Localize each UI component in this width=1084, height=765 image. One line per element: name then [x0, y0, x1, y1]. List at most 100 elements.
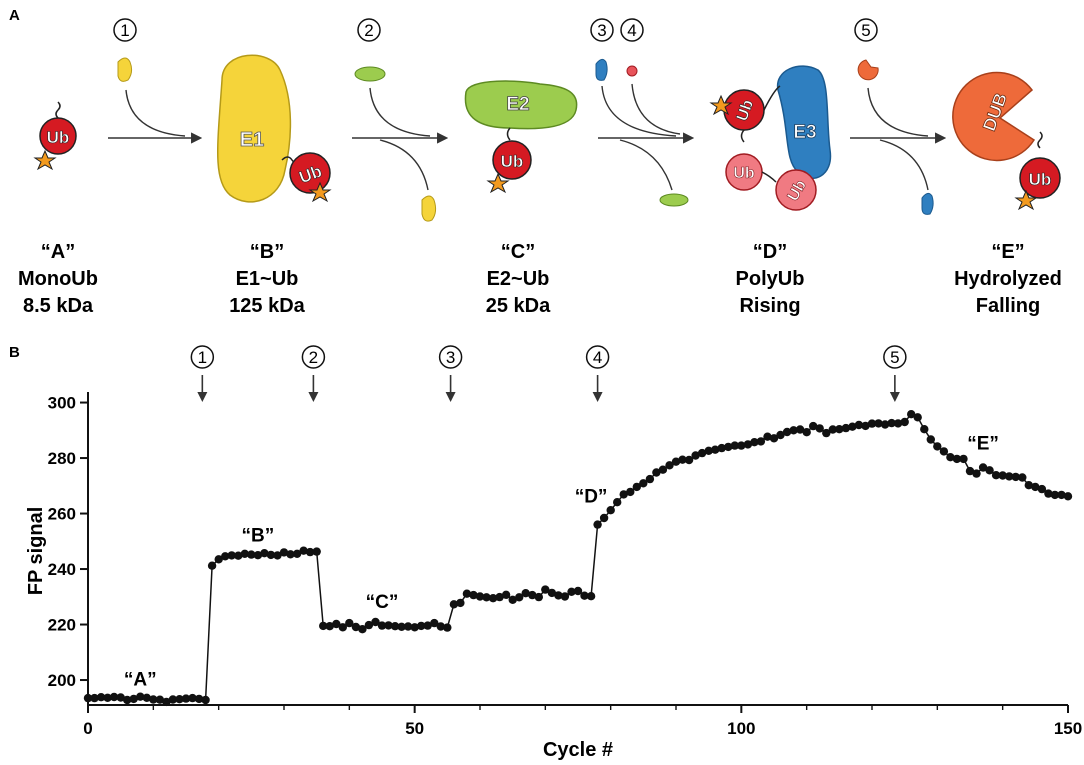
data-point	[704, 446, 713, 455]
down-arrow-icon	[197, 392, 208, 402]
data-point	[227, 551, 236, 560]
data-points	[83, 410, 1073, 707]
event-marker-circle	[438, 345, 463, 369]
data-point	[717, 443, 726, 453]
e3-enzyme: E3	[776, 65, 832, 180]
data-point	[580, 591, 589, 600]
reaction-arrow-3-4	[598, 83, 695, 191]
data-point	[861, 421, 870, 431]
data-point	[136, 692, 145, 701]
ub-label-e: Ub	[1029, 170, 1052, 189]
data-point	[90, 693, 99, 703]
data-point	[188, 693, 197, 703]
data-point	[874, 419, 883, 428]
x-tick-label: 0	[83, 719, 92, 738]
e1-label: E1	[240, 129, 264, 151]
event-marker-number: 2	[309, 348, 318, 367]
y-tick-label: 220	[48, 616, 76, 635]
data-point	[410, 623, 419, 632]
data-point	[253, 551, 263, 560]
step-5-circle: 5	[854, 18, 878, 42]
data-point	[822, 428, 831, 438]
e1-enzyme-released-icon	[421, 195, 437, 222]
x-axis-title: Cycle #	[543, 739, 613, 761]
data-point	[724, 442, 733, 452]
event-marker-number: 3	[446, 348, 455, 367]
data-point	[1018, 473, 1027, 482]
data-point	[1031, 482, 1040, 492]
fluorophore-star-icon	[486, 172, 510, 194]
e3-enzyme-released-icon	[921, 192, 934, 215]
stage-detail-e: Falling	[976, 295, 1040, 317]
data-point	[423, 621, 432, 630]
fluorophore-star-icon	[33, 149, 57, 171]
data-point	[763, 432, 772, 441]
chart-annotation: “B”	[241, 525, 274, 546]
data-point	[214, 555, 223, 564]
data-point	[351, 622, 361, 632]
data-point	[345, 618, 354, 628]
data-point	[279, 548, 289, 557]
data-point	[207, 561, 217, 570]
reaction-arrow-1	[108, 89, 203, 144]
data-point	[1050, 490, 1060, 500]
data-point	[711, 445, 720, 454]
event-marker-number: 4	[593, 348, 602, 367]
reaction-arrow-2	[352, 87, 449, 191]
data-point	[194, 694, 204, 704]
data-point	[678, 455, 687, 464]
x-tick-label: 150	[1054, 719, 1082, 738]
data-point	[155, 695, 165, 704]
data-point	[292, 549, 302, 558]
step-4-circle: 4	[620, 18, 644, 42]
data-point	[567, 587, 576, 596]
data-point	[547, 588, 557, 598]
data-point	[632, 482, 641, 492]
data-point	[149, 695, 158, 704]
event-marker-circle	[301, 345, 326, 369]
data-point	[286, 550, 295, 559]
data-point	[273, 551, 282, 560]
data-point	[880, 420, 890, 429]
data-point	[312, 547, 321, 556]
data-point	[168, 695, 178, 704]
data-point	[384, 621, 393, 630]
data-point	[815, 424, 824, 433]
stage-tag-c: “C”	[501, 241, 535, 263]
event-marker-circle	[190, 345, 215, 369]
data-point	[475, 592, 485, 601]
data-point	[743, 440, 753, 449]
stage-caption-c: “C” E2~Ub 25 kDa	[486, 241, 551, 317]
data-point	[181, 694, 191, 703]
data-point	[443, 623, 452, 632]
step-1-number: 1	[120, 21, 129, 40]
data-point	[959, 454, 968, 464]
stage-detail-a: 8.5 kDa	[23, 295, 94, 317]
e2-label: E2	[506, 94, 529, 115]
y-tick-label: 300	[48, 394, 76, 413]
step-1-circle: 1	[113, 18, 137, 42]
fluorophore-star-icon	[308, 181, 332, 203]
down-arrow-icon	[308, 392, 319, 402]
data-point	[939, 447, 949, 456]
data-point	[684, 455, 694, 465]
data-point	[658, 465, 668, 474]
e3-enzyme-small-icon	[595, 58, 608, 81]
data-point	[913, 413, 922, 422]
data-point	[652, 468, 661, 477]
down-arrow-icon	[592, 392, 603, 402]
data-point	[1063, 492, 1073, 501]
data-point	[893, 419, 903, 428]
data-point	[795, 425, 805, 434]
y-tick-label: 280	[48, 449, 76, 468]
data-point	[488, 594, 498, 603]
data-point	[430, 618, 439, 628]
data-point	[985, 466, 994, 475]
data-point	[469, 590, 478, 600]
x-tick-label: 50	[405, 719, 424, 738]
data-point	[750, 438, 759, 447]
ubiquitin-b: Ub	[289, 152, 332, 203]
data-point	[626, 487, 635, 497]
data-point	[671, 457, 681, 466]
